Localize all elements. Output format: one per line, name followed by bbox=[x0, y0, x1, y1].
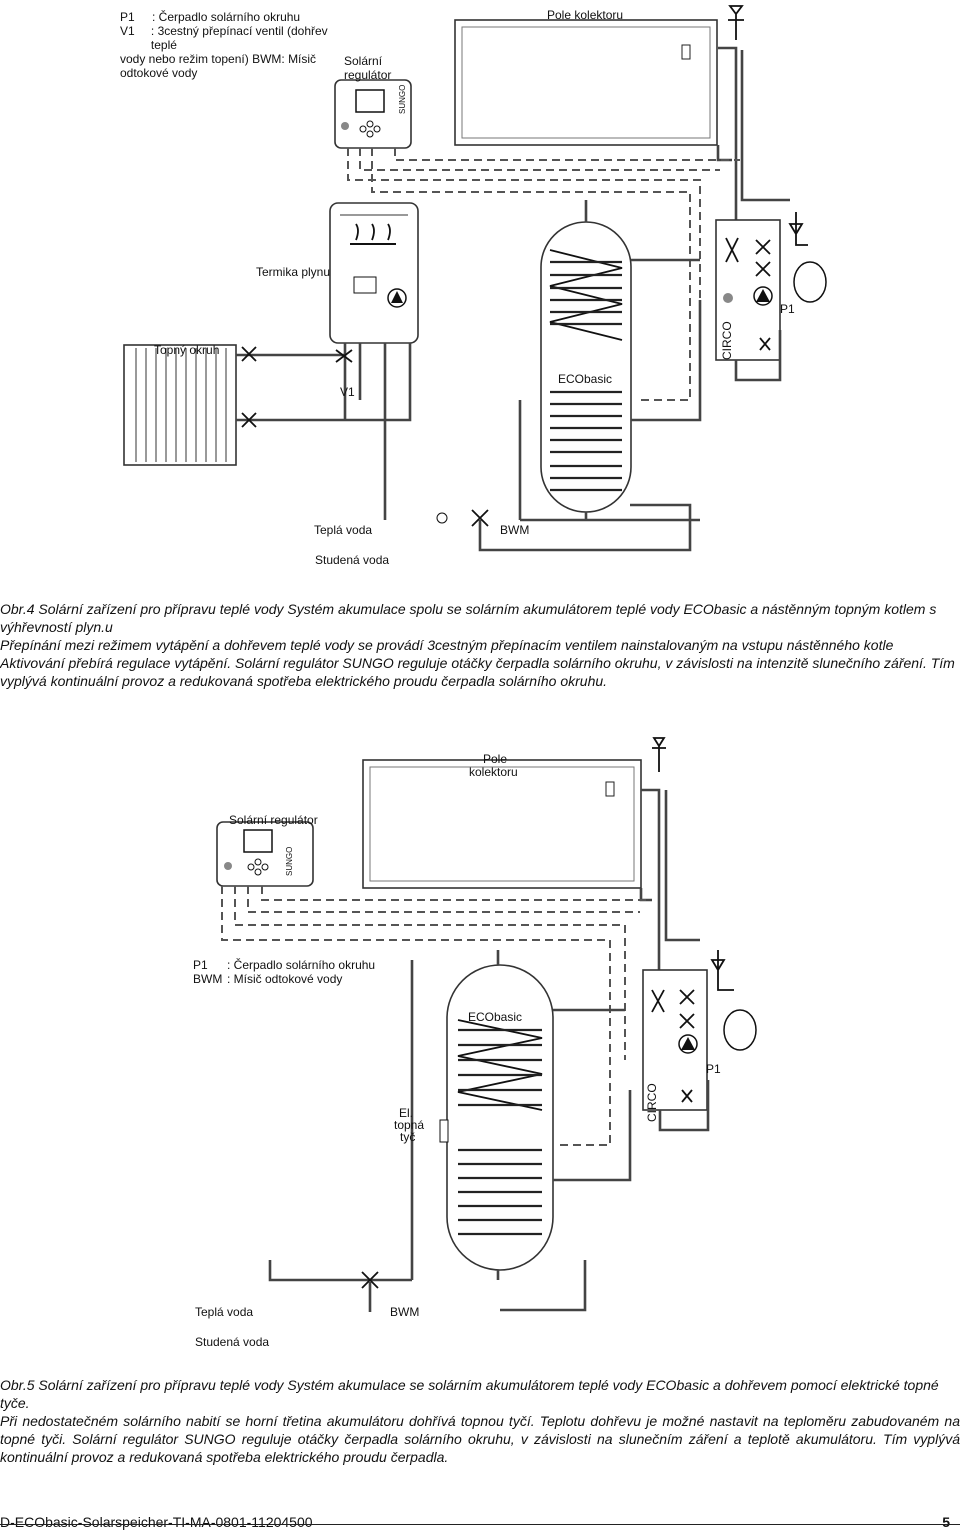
legend-text: odtokové vody bbox=[120, 66, 198, 80]
legend-key: P1 bbox=[193, 958, 208, 972]
expansion-vessel-2 bbox=[723, 1009, 757, 1051]
page-number: 5 bbox=[942, 1514, 950, 1530]
sungo-label-2: SUNGO bbox=[285, 846, 294, 876]
document-id: D-ECObasic-Solarspeicher-TI-MA-0801-1120… bbox=[0, 1514, 313, 1530]
collector-panel bbox=[454, 19, 718, 146]
footer-rule bbox=[0, 1524, 960, 1525]
legend-text: vody nebo režim topení) BWM: Mísič bbox=[120, 52, 317, 66]
radiator bbox=[123, 344, 237, 466]
figure-4-legend: P1 : Čerpadlo solárního okruhu V1 : 3cestn… bbox=[120, 10, 350, 80]
collector-panel-2 bbox=[362, 759, 642, 889]
hot-water-label: Teplá voda bbox=[314, 523, 373, 537]
figure-4-diagram bbox=[123, 5, 827, 552]
heater-label-line2: topná bbox=[394, 1118, 425, 1132]
boiler-label: Termika plynu bbox=[256, 265, 331, 279]
legend-text: : Mísič odtokové vody bbox=[227, 972, 343, 986]
cold-water-label-2: Studená voda bbox=[195, 1335, 270, 1349]
legend-key: BWM bbox=[193, 972, 223, 986]
p1-label-2: P1 bbox=[706, 1062, 721, 1076]
regulator-box-2 bbox=[216, 821, 314, 887]
circo-label-2: CIRCO bbox=[645, 1083, 659, 1122]
regulator-label: Solární regulátor bbox=[344, 54, 392, 82]
cold-water-label: Studená voda bbox=[315, 553, 390, 567]
figure-4-caption: Obr.4 Solární zařízení pro přípravu tepl… bbox=[0, 601, 937, 635]
collector-label-line1: Pole bbox=[483, 752, 508, 766]
figure-5-diagram bbox=[216, 737, 757, 1312]
legend-text: : Čerpadlo solárního okruhu bbox=[227, 958, 376, 972]
gas-boiler bbox=[329, 202, 419, 344]
v1-label: V1 bbox=[340, 385, 355, 399]
heater-label-line1: El. bbox=[399, 1106, 414, 1120]
collector-label-line2: kolektoru bbox=[469, 765, 518, 779]
heater-label-line3: tyč bbox=[400, 1130, 416, 1144]
regulator-label-2: Solární regulátor bbox=[229, 813, 318, 827]
tank-label: ECObasic bbox=[558, 372, 613, 386]
legend-key: P1 bbox=[120, 10, 135, 24]
hot-water-label-2: Teplá voda bbox=[195, 1305, 254, 1319]
p1-label: P1 bbox=[780, 302, 795, 316]
bwm-label-2: BWM bbox=[390, 1305, 420, 1319]
legend-text: : Čerpadlo solárního okruhu bbox=[152, 10, 301, 24]
legend-text: : 3cestný přepínací ventil (dohřev teplé bbox=[150, 24, 328, 52]
page-footer: D-ECObasic-Solarspeicher-TI-MA-0801-1120… bbox=[0, 1514, 960, 1533]
figure-5-description: Při nedostatečném solárního nabití se ho… bbox=[0, 1413, 960, 1465]
bwm-label: BWM bbox=[500, 523, 530, 537]
figure-5-caption: Obr.5 Solární zařízení pro přípravu tepl… bbox=[0, 1377, 939, 1411]
heating-circuit-label: Topný okruh bbox=[154, 343, 220, 357]
figure-4-description: Přepínání mezi režimem vytápění a dohřev… bbox=[0, 637, 955, 689]
tank-label-2: ECObasic bbox=[468, 1010, 523, 1024]
figure-5-legend: P1 : Čerpadlo solárního okruhu BWM : Mísič… bbox=[193, 958, 393, 986]
legend-key: V1 bbox=[120, 24, 135, 38]
collector-label: Pole kolektoru bbox=[547, 8, 624, 22]
expansion-vessel-1 bbox=[793, 261, 827, 303]
